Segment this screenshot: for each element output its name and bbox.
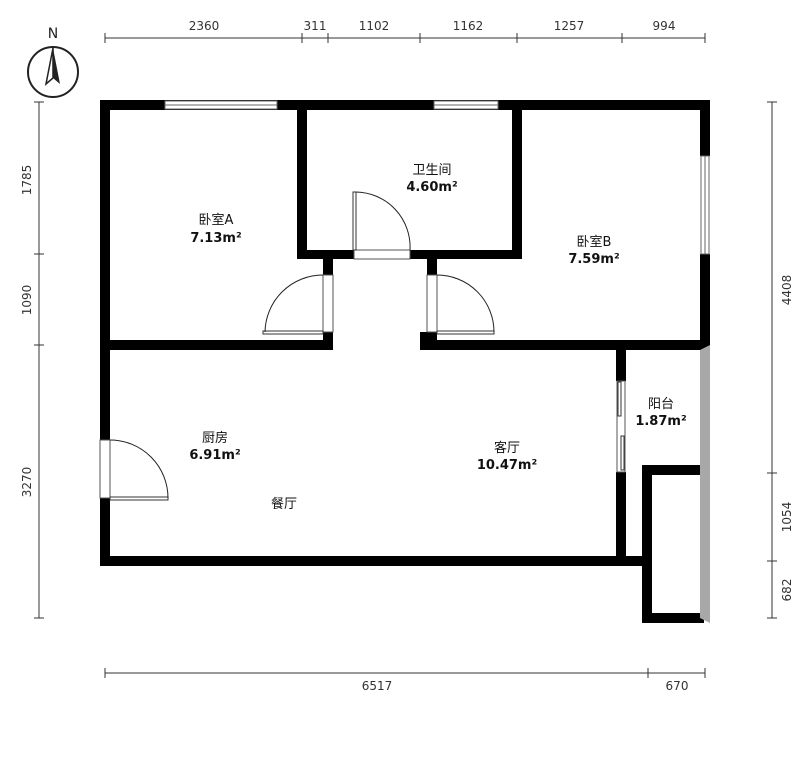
wall-top <box>100 100 710 110</box>
dim-right-1: 4408 <box>780 275 794 306</box>
room-bedroom-b-area: 7.59m² <box>568 252 619 267</box>
wall-balcony-box-top <box>642 465 704 475</box>
dim-right-3: 682 <box>780 579 794 602</box>
doors <box>99 191 626 501</box>
dim-left-2: 1090 <box>20 285 34 316</box>
dim-top-6: 994 <box>653 19 676 33</box>
wall-bath-bottom-right <box>410 250 522 259</box>
wall-stub-b-bottom <box>420 332 437 350</box>
compass-ring <box>27 46 79 98</box>
door-bathroom <box>352 191 411 260</box>
compass-needle-right <box>53 48 60 84</box>
wall-right-upper <box>700 100 710 156</box>
wall-stub-a-top <box>323 259 333 275</box>
balcony-railing <box>700 345 710 623</box>
wall-stub-b-top <box>427 259 437 275</box>
room-living-area: 10.47m² <box>477 458 537 473</box>
door-bedroom-b <box>426 274 495 335</box>
walls <box>100 100 710 623</box>
dim-top-1: 2360 <box>189 19 220 33</box>
room-bathroom-name: 卫生间 <box>412 163 451 178</box>
dim-top-2: 311 <box>304 19 327 33</box>
wall-bath-bottom-left <box>297 250 354 259</box>
wall-left-upper <box>100 100 110 440</box>
wall-balcony-box-left <box>642 465 652 623</box>
windows <box>164 100 710 255</box>
room-kitchen-name: 厨房 <box>202 430 228 446</box>
room-bedroom-b-name: 卧室B <box>577 234 612 250</box>
left-dimension-line <box>34 101 44 619</box>
wall-balcony-div-lower <box>616 472 626 566</box>
wall-bottom <box>100 556 645 566</box>
wall-bedroom-a-bottom <box>100 340 333 350</box>
wall-right-mid <box>700 254 710 350</box>
dim-right-2: 1054 <box>780 502 794 533</box>
room-balcony-name: 阳台 <box>648 397 674 412</box>
window-bedroom-b <box>700 155 710 255</box>
dim-top-4: 1162 <box>453 19 484 33</box>
dim-left-1: 1785 <box>20 165 34 196</box>
compass-needle-left <box>44 47 54 86</box>
door-bedroom-a <box>262 274 334 335</box>
room-kitchen-area: 6.91m² <box>189 448 240 463</box>
wall-bath-left <box>297 100 307 258</box>
room-bedroom-a-name: 卧室A <box>199 212 234 228</box>
wall-bedroom-b-bottom <box>420 340 710 350</box>
compass: N <box>27 26 79 98</box>
compass-north-label: N <box>48 26 58 42</box>
wall-bath-right <box>512 100 522 258</box>
door-balcony-sliding <box>616 380 626 473</box>
dim-bottom-1: 6517 <box>362 679 393 693</box>
right-dimension-line <box>767 101 777 619</box>
wall-stub-a-bottom <box>323 332 333 350</box>
dim-top-3: 1102 <box>359 19 390 33</box>
wall-balcony-div-upper <box>616 345 626 381</box>
door-kitchen <box>99 439 169 501</box>
bottom-dimension-line <box>104 668 706 678</box>
room-bedroom-a-area: 7.13m² <box>190 231 241 246</box>
room-balcony-area: 1.87m² <box>635 414 686 429</box>
dim-top-5: 1257 <box>554 19 585 33</box>
room-bathroom-area: 4.60m² <box>406 180 457 195</box>
window-bathroom <box>433 100 499 110</box>
wall-left-lower <box>100 498 110 566</box>
window-bedroom-a <box>164 100 278 110</box>
dim-left-3: 3270 <box>20 467 34 498</box>
wall-balcony-box-bottom <box>642 613 704 623</box>
dim-bottom-2: 670 <box>666 679 689 693</box>
room-dining-name: 餐厅 <box>271 496 297 512</box>
room-living-name: 客厅 <box>494 440 520 456</box>
top-dimension-line <box>104 33 706 43</box>
room-labels: 卧室A 7.13m² 卫生间 4.60m² 卧室B 7.59m² 阳台 1.87… <box>189 163 686 512</box>
